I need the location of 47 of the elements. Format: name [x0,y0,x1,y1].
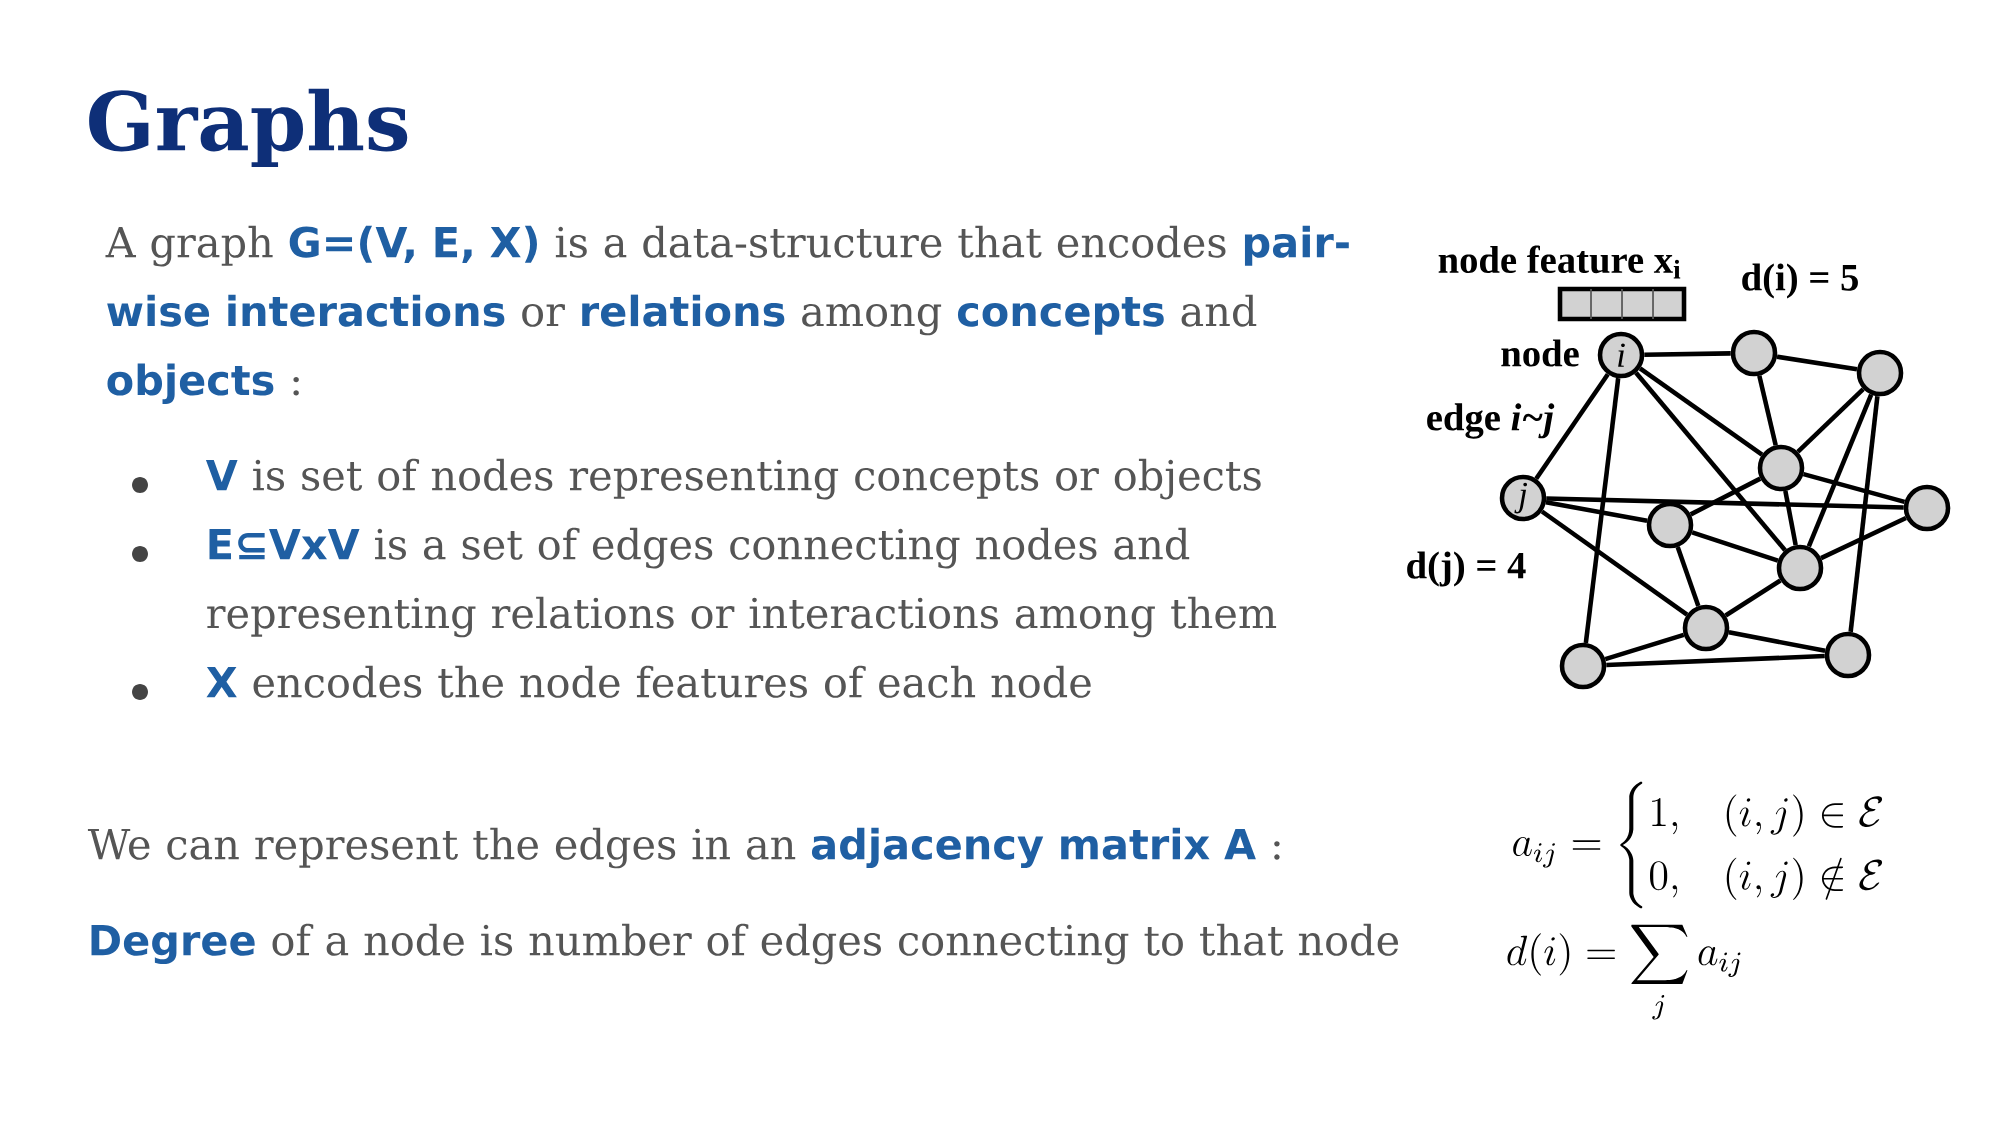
graph-node [1856,349,1904,397]
graph-node [1730,329,1778,377]
body-text: X encodes the node features of each node [206,665,1091,698]
graph-node [1757,444,1805,492]
graph-edge [1644,351,1731,357]
graph-node [1682,604,1730,652]
graph-edge [1540,509,1689,617]
body-text: V is set of nodes representing concepts or objects [205,458,1261,500]
graph-annotation: node feature x$_{i}$ [1438,245,1681,279]
graph-edge [1802,471,1906,505]
graph-node: i [1597,331,1645,379]
body-text: A graph G=(V, E, X) is a data-structure that encodes pair-wise interactions or relations among concepts and objects : [105,225,1349,404]
graph-node [1824,631,1872,679]
graph-edge [1534,372,1610,481]
graph-edge [1691,530,1779,563]
slide-title: Graphs [89,88,408,168]
graph-edge [1776,354,1858,372]
graph-edge [1604,632,1685,662]
graph-edge [1783,490,1798,546]
graph-edge [1675,546,1701,607]
graph-node [1559,642,1607,690]
formula: $d(i) = \sum_{j} a_{ij}$ [1507,924,1741,1020]
graph-edge [1796,387,1865,454]
graph-edge [1806,393,1874,548]
node-annotation: node [1501,339,1579,367]
graph-edge [1638,366,1764,457]
graph-edge [1724,578,1782,618]
graph-node: j [1499,474,1547,522]
body-text: We can represent the edges in an adjacency matrix A : [87,827,1280,869]
graph-edge [1728,630,1826,653]
graph-node [1903,484,1951,532]
edge-label: edge i~j [1427,403,1555,439]
graph-edge [1606,653,1825,668]
graph-edge [1757,375,1778,446]
graph-annotation: d(i) = 5 [1742,263,1858,299]
graph-edge [1820,515,1907,561]
graph-edge [1634,371,1787,552]
body-text: Degree of a node is number of edges connecting to that node [91,923,1399,965]
graph-edge [1583,377,1621,644]
graph-edge [1545,499,1648,524]
graph-node [1776,544,1824,592]
graph-edge [1848,395,1880,633]
formula: $a_{ij} = \begin{cases} 1, & (i,j) \in \mathcal{E} \\ 0, & (i,j) \notin \mathcal{E} \end{cases}$ [1513,781,1883,909]
graph-node [1646,501,1694,549]
graph-edge [1689,476,1762,517]
graph-edge [1546,496,1904,510]
node-annotation: d(j) = 4 [1407,551,1526,587]
